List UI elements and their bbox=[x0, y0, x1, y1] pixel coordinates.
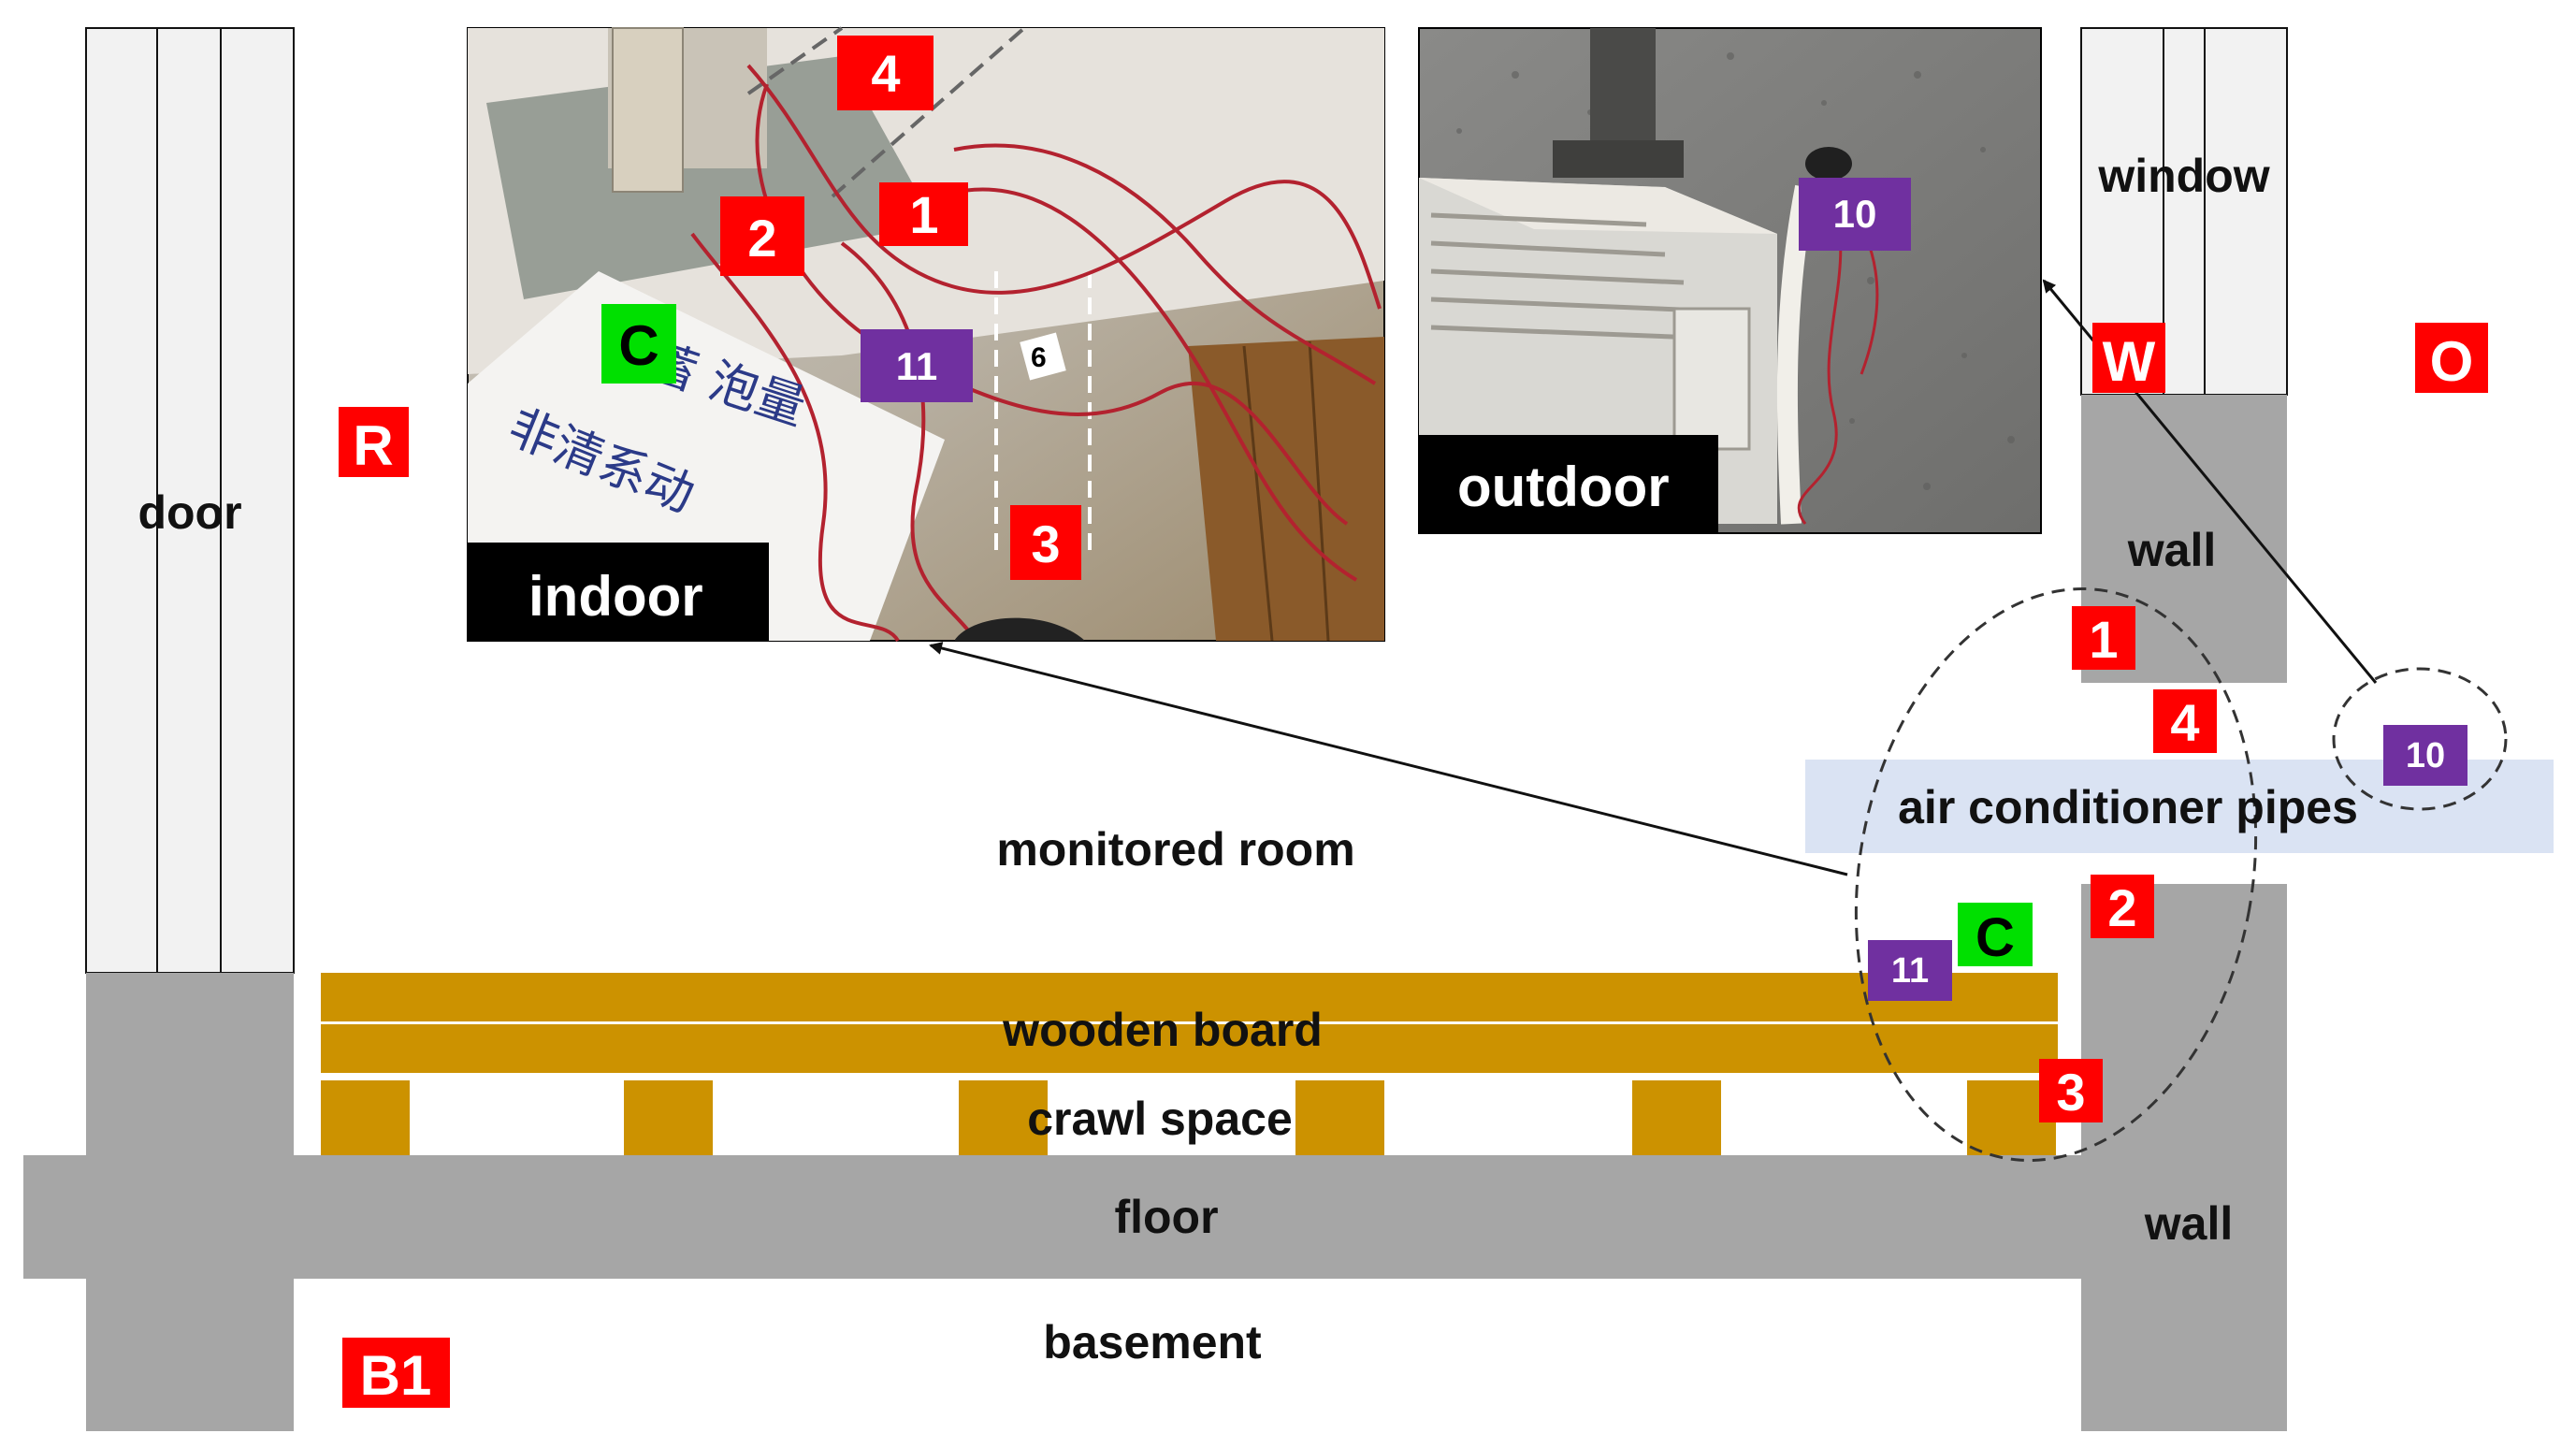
indoor-caption-box bbox=[468, 543, 769, 641]
svg-text:2: 2 bbox=[2107, 878, 2136, 937]
wall-upper-label: wall bbox=[2127, 524, 2216, 576]
indoor-tag-c: C bbox=[618, 314, 658, 377]
marker-2: 2 bbox=[2091, 875, 2154, 938]
wire-tag bbox=[1020, 332, 1066, 381]
crawl-space-label: crawl space bbox=[1027, 1093, 1293, 1145]
indoor-caption: indoor bbox=[528, 565, 703, 628]
indoor-tag-2: 2 bbox=[747, 209, 776, 268]
basement-label: basement bbox=[1043, 1316, 1262, 1368]
outdoor-tag-10-box bbox=[1799, 178, 1911, 251]
indoor-tag-3-box bbox=[1010, 505, 1081, 580]
marker-b1: B1 bbox=[342, 1338, 450, 1408]
outdoor-photo: outdoor 10 bbox=[1418, 27, 2042, 534]
indoor-tag-11: 11 bbox=[896, 344, 937, 388]
svg-text:C: C bbox=[1975, 907, 2015, 968]
marker-1: 1 bbox=[2072, 606, 2135, 670]
floor-label: floor bbox=[1114, 1191, 1218, 1243]
joist bbox=[321, 1080, 410, 1155]
outdoor-caption: outdoor bbox=[1457, 456, 1670, 518]
door bbox=[85, 27, 295, 974]
marker-4: 4 bbox=[2153, 689, 2217, 753]
wire-tag-text: 6 bbox=[1031, 342, 1047, 373]
joist bbox=[1295, 1080, 1384, 1155]
outdoor-sensor-ellipse bbox=[2332, 667, 2508, 811]
outdoor-tag-10: 10 bbox=[1833, 192, 1877, 236]
svg-text:O: O bbox=[2430, 330, 2474, 393]
joist bbox=[959, 1080, 1048, 1155]
air-conditioner-pipes-label: air conditioner pipes bbox=[1898, 781, 2358, 833]
svg-text:B1: B1 bbox=[360, 1344, 432, 1407]
marker-10: 10 bbox=[2383, 725, 2467, 786]
indoor-tag-1: 1 bbox=[909, 185, 938, 244]
arrow-to-indoor-photo bbox=[929, 642, 1848, 876]
door-label: door bbox=[137, 486, 241, 539]
marker-11: 11 bbox=[1868, 940, 1952, 1001]
marker-o: O bbox=[2415, 323, 2488, 393]
svg-text:1: 1 bbox=[2089, 610, 2118, 669]
marker-c: C bbox=[1958, 903, 2033, 968]
indoor-tag-4-box bbox=[837, 36, 933, 110]
sensor-cluster-ellipse bbox=[1854, 586, 2258, 1163]
indoor-tag-3: 3 bbox=[1031, 514, 1060, 573]
wooden-board bbox=[321, 973, 2058, 1073]
floor-slab bbox=[23, 1155, 2287, 1279]
svg-text:11: 11 bbox=[1891, 951, 1929, 991]
indoor-tag-4: 4 bbox=[871, 44, 900, 103]
indoor-tag-1-box bbox=[879, 182, 968, 246]
svg-text:W: W bbox=[2103, 330, 2156, 393]
indoor-tag-11-box bbox=[861, 329, 973, 402]
marker-3: 3 bbox=[2039, 1059, 2103, 1122]
wooden-board-label: wooden board bbox=[1002, 1004, 1323, 1056]
svg-text:4: 4 bbox=[2170, 693, 2199, 752]
monitored-room-label: monitored room bbox=[996, 823, 1354, 876]
wall-lower-label: wall bbox=[2144, 1197, 2233, 1250]
indoor-tag-c-box bbox=[601, 304, 676, 384]
marker-w: W bbox=[2092, 323, 2165, 393]
svg-text:3: 3 bbox=[2056, 1063, 2085, 1122]
outdoor-caption-box bbox=[1419, 435, 1718, 533]
joists bbox=[321, 1080, 2056, 1155]
svg-text:R: R bbox=[353, 414, 393, 477]
indoor-tag-2-box bbox=[720, 196, 804, 276]
joist bbox=[1632, 1080, 1721, 1155]
svg-text:10: 10 bbox=[2406, 736, 2445, 775]
indoor-photo: 水蓄 泡量 非清系动 6 indoor 4 1 2 3 11 C bbox=[467, 26, 1385, 643]
joist bbox=[624, 1080, 713, 1155]
marker-r: R bbox=[339, 407, 409, 477]
window-label: window bbox=[2097, 150, 2269, 202]
